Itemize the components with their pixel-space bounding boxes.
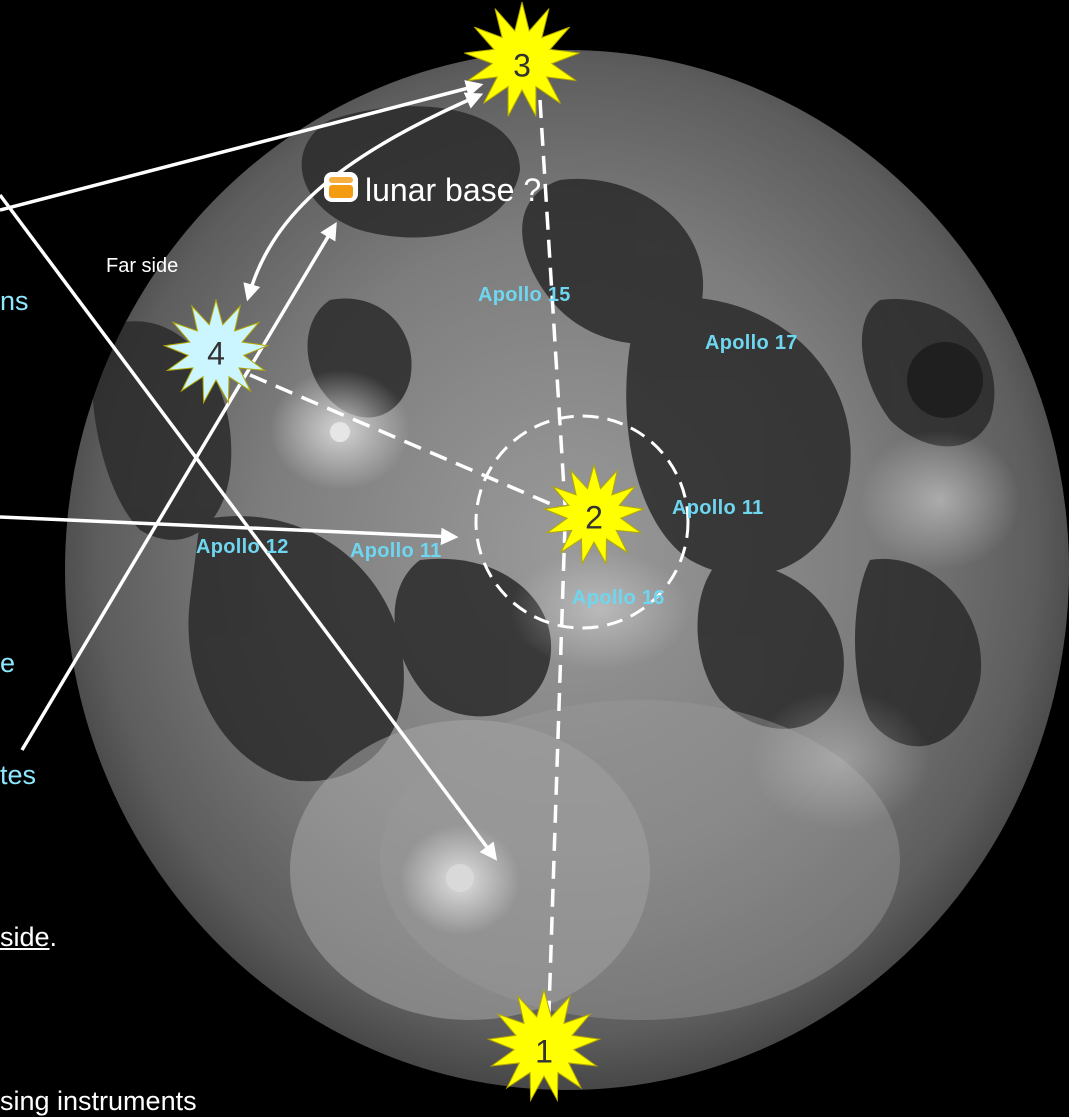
starburst-marker-1 <box>486 988 602 1103</box>
solid-arrows <box>0 80 498 861</box>
marker-4-number: 4 <box>207 335 225 372</box>
marker-3-number: 3 <box>513 47 531 84</box>
left-text-line-d: side. <box>0 922 57 953</box>
landing-region-circle <box>474 414 690 630</box>
marker-1-number: 1 <box>535 1033 553 1070</box>
apollo-11-label-right: Apollo 11 <box>672 497 764 519</box>
apollo-15-label: Apollo 15 <box>478 284 571 306</box>
apollo-12-label: Apollo 12 <box>196 536 289 558</box>
far-side-label: Far side <box>106 255 179 277</box>
starburst-marker-4 <box>162 298 270 405</box>
apollo-17-label: Apollo 17 <box>705 332 798 354</box>
left-text-line-a: ns <box>0 286 29 316</box>
marker-2-number: 2 <box>585 499 603 536</box>
apollo-11-label-left: Apollo 11 <box>350 540 442 562</box>
site-markers <box>162 1 646 1103</box>
dashed-paths <box>249 99 567 1041</box>
apollo-16-label: Apollo 16 <box>572 587 665 609</box>
lunar-base-icon <box>324 172 358 202</box>
period: . <box>49 922 58 952</box>
lunar-highlands <box>270 342 1020 1020</box>
left-text-line-c: tes <box>0 760 37 790</box>
left-text-line-b: e <box>0 648 16 678</box>
far-side-underlined: side <box>0 922 50 952</box>
lunar-base-label: lunar base ? <box>365 172 542 208</box>
left-text-line-e: sing instruments <box>0 1086 197 1116</box>
starburst-marker-3 <box>464 1 580 117</box>
starburst-marker-2 <box>542 463 646 566</box>
